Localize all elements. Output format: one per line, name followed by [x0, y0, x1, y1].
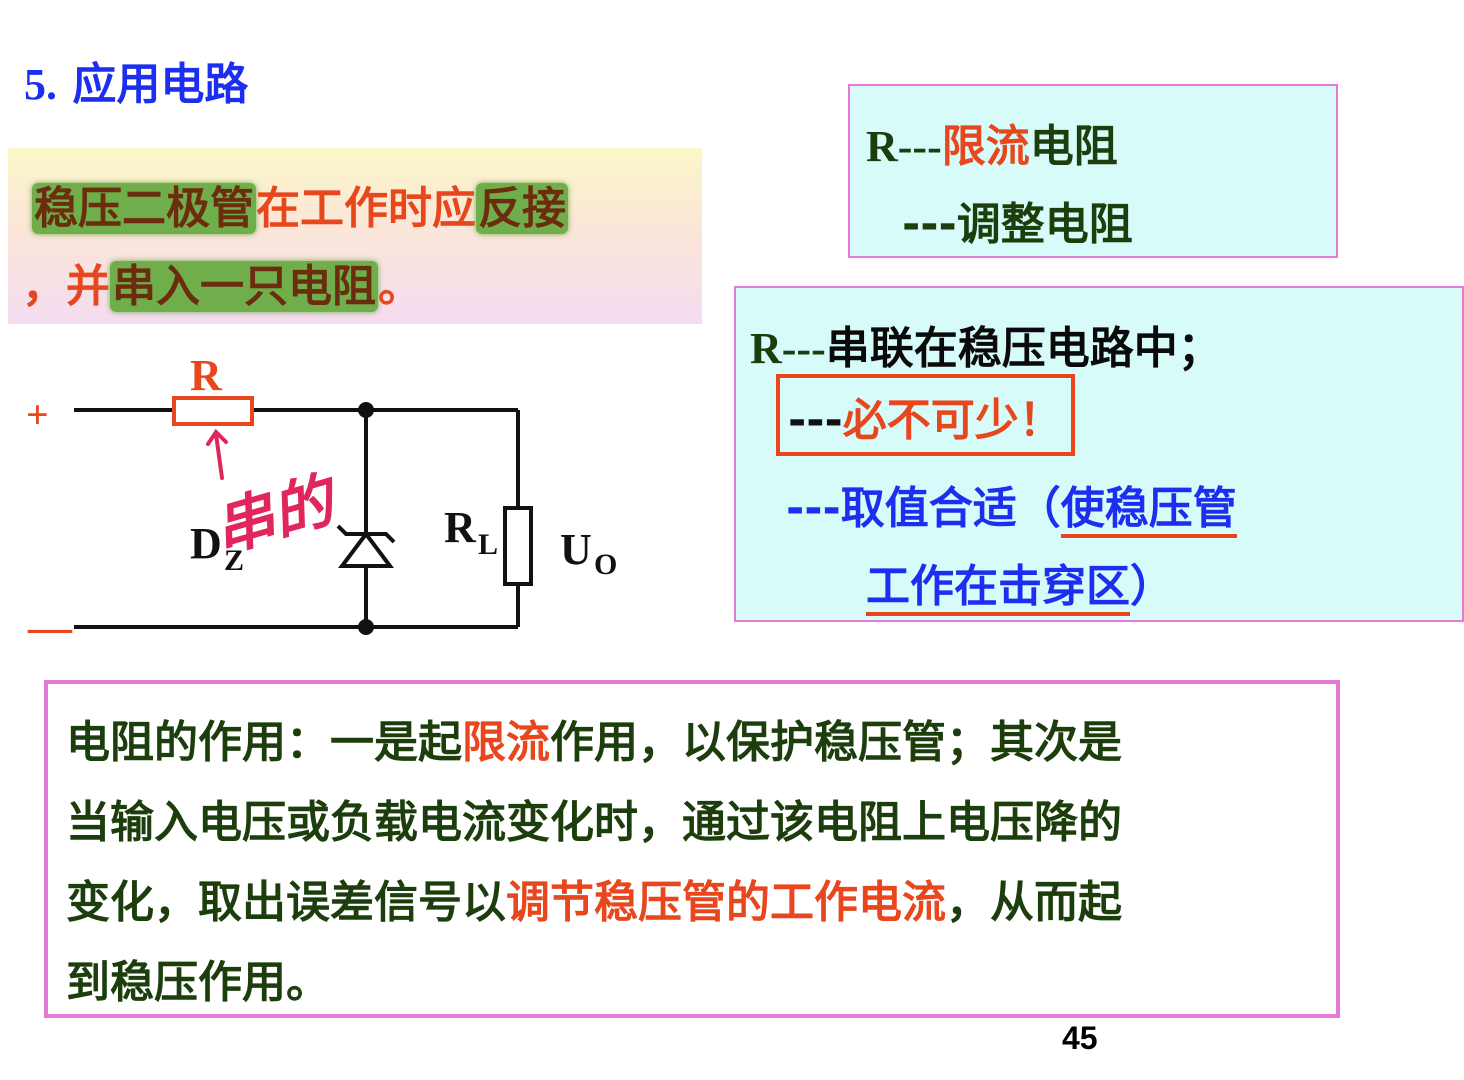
note-line-1: 稳压二极管在工作时应反接: [32, 172, 568, 236]
dash-prefix: ---: [788, 395, 843, 446]
resistor-r-symbol: [172, 396, 254, 426]
note-segment: 在工作时应: [256, 183, 476, 234]
box1-line-1: R---限流电阻: [866, 110, 1118, 174]
close-paren: ）: [1130, 561, 1174, 612]
text-segment: 作用，以保护稳压管；其次是: [550, 717, 1122, 768]
title-text: 应用电路: [72, 59, 249, 110]
handwritten-arrow: [206, 428, 228, 480]
minus-terminal-label: —: [27, 603, 73, 652]
note-segment: 反接: [476, 183, 568, 234]
resistor-r-label: R: [190, 351, 223, 400]
zener-diode-symbol: [336, 524, 396, 568]
indispensable-text: 必不可少！: [842, 395, 1063, 446]
highlight-note: 稳压二极管在工作时应反接 ，并串入一只电阻。: [8, 148, 702, 324]
junction-dot: [358, 402, 374, 418]
zener-label-sub: Z: [224, 544, 244, 577]
explanation-line-3: 变化，取出误差信号以调节稳压管的工作电流，从而起: [66, 866, 1122, 930]
circuit-wires: [74, 408, 520, 629]
text-segment: ，从而起: [946, 877, 1122, 928]
resistor-text: 电阻: [1029, 121, 1118, 172]
value-text: ---取值合适（: [786, 483, 1061, 534]
note-segment: ，并: [22, 261, 110, 312]
r-prefix: R---: [750, 324, 826, 373]
zener-circuit-diagram: 串的 + — R D Z R L U O: [26, 351, 617, 652]
resistor-requirement-box: R---串联在稳压电路中； ---必不可少！ ---取值合适（使稳压管 工作在击…: [734, 286, 1464, 622]
explanation-line-1: 电阻的作用：一是起限流作用，以保护稳压管；其次是: [66, 706, 1122, 770]
zener-label: D: [190, 519, 222, 568]
note-segment: 串入一只电阻: [110, 261, 378, 312]
load-resistor-label: R: [444, 503, 477, 552]
explanation-line-4: 到稳压作用。: [66, 957, 330, 1008]
load-resistor-label-sub: L: [478, 528, 498, 561]
output-voltage-label-sub: O: [594, 548, 617, 581]
title-number: 5.: [24, 60, 57, 109]
note-line-2: ，并串入一只电阻。: [22, 250, 422, 314]
plus-terminal-label: +: [26, 392, 49, 437]
explanation-line-2: 当输入电压或负载电流变化时，通过该电阻上电压降的: [66, 797, 1122, 848]
page-number: 45: [1062, 1020, 1098, 1056]
underlined-text: 使稳压管: [1060, 483, 1237, 538]
underlined-text: 工作在击穿区: [866, 561, 1130, 616]
text-segment: 电阻的作用：一是起: [66, 717, 462, 768]
box1-line-2: ---调整电阻: [902, 199, 1133, 250]
note-segment: 稳压二极管: [32, 183, 256, 234]
box2-line-2-framed: ---必不可少！: [776, 374, 1075, 456]
resistor-role-box: R---限流电阻 ---调整电阻: [848, 84, 1338, 258]
r-prefix: R---: [866, 122, 942, 171]
box2-line-3: ---取值合适（使稳压管: [786, 472, 1237, 538]
load-resistor-symbol: [503, 506, 533, 586]
junction-dot: [358, 619, 374, 635]
box2-line-1: R---串联在稳压电路中；: [750, 312, 1222, 376]
explanation-box: 电阻的作用：一是起限流作用，以保护稳压管；其次是 当输入电压或负载电流变化时，通…: [44, 680, 1340, 1018]
note-segment: 。: [378, 261, 422, 312]
current-limit-highlight: 限流: [462, 717, 550, 768]
box2-line-4: 工作在击穿区）: [866, 550, 1174, 616]
regulate-current-highlight: 调节稳压管的工作电流: [506, 877, 946, 928]
text-segment: 变化，取出误差信号以: [66, 877, 506, 928]
output-voltage-label: U: [560, 525, 592, 574]
series-text: 串联在稳压电路中；: [825, 323, 1222, 374]
slide-title: 5. 应用电路: [24, 48, 248, 112]
current-limit-text: 限流: [941, 121, 1030, 172]
